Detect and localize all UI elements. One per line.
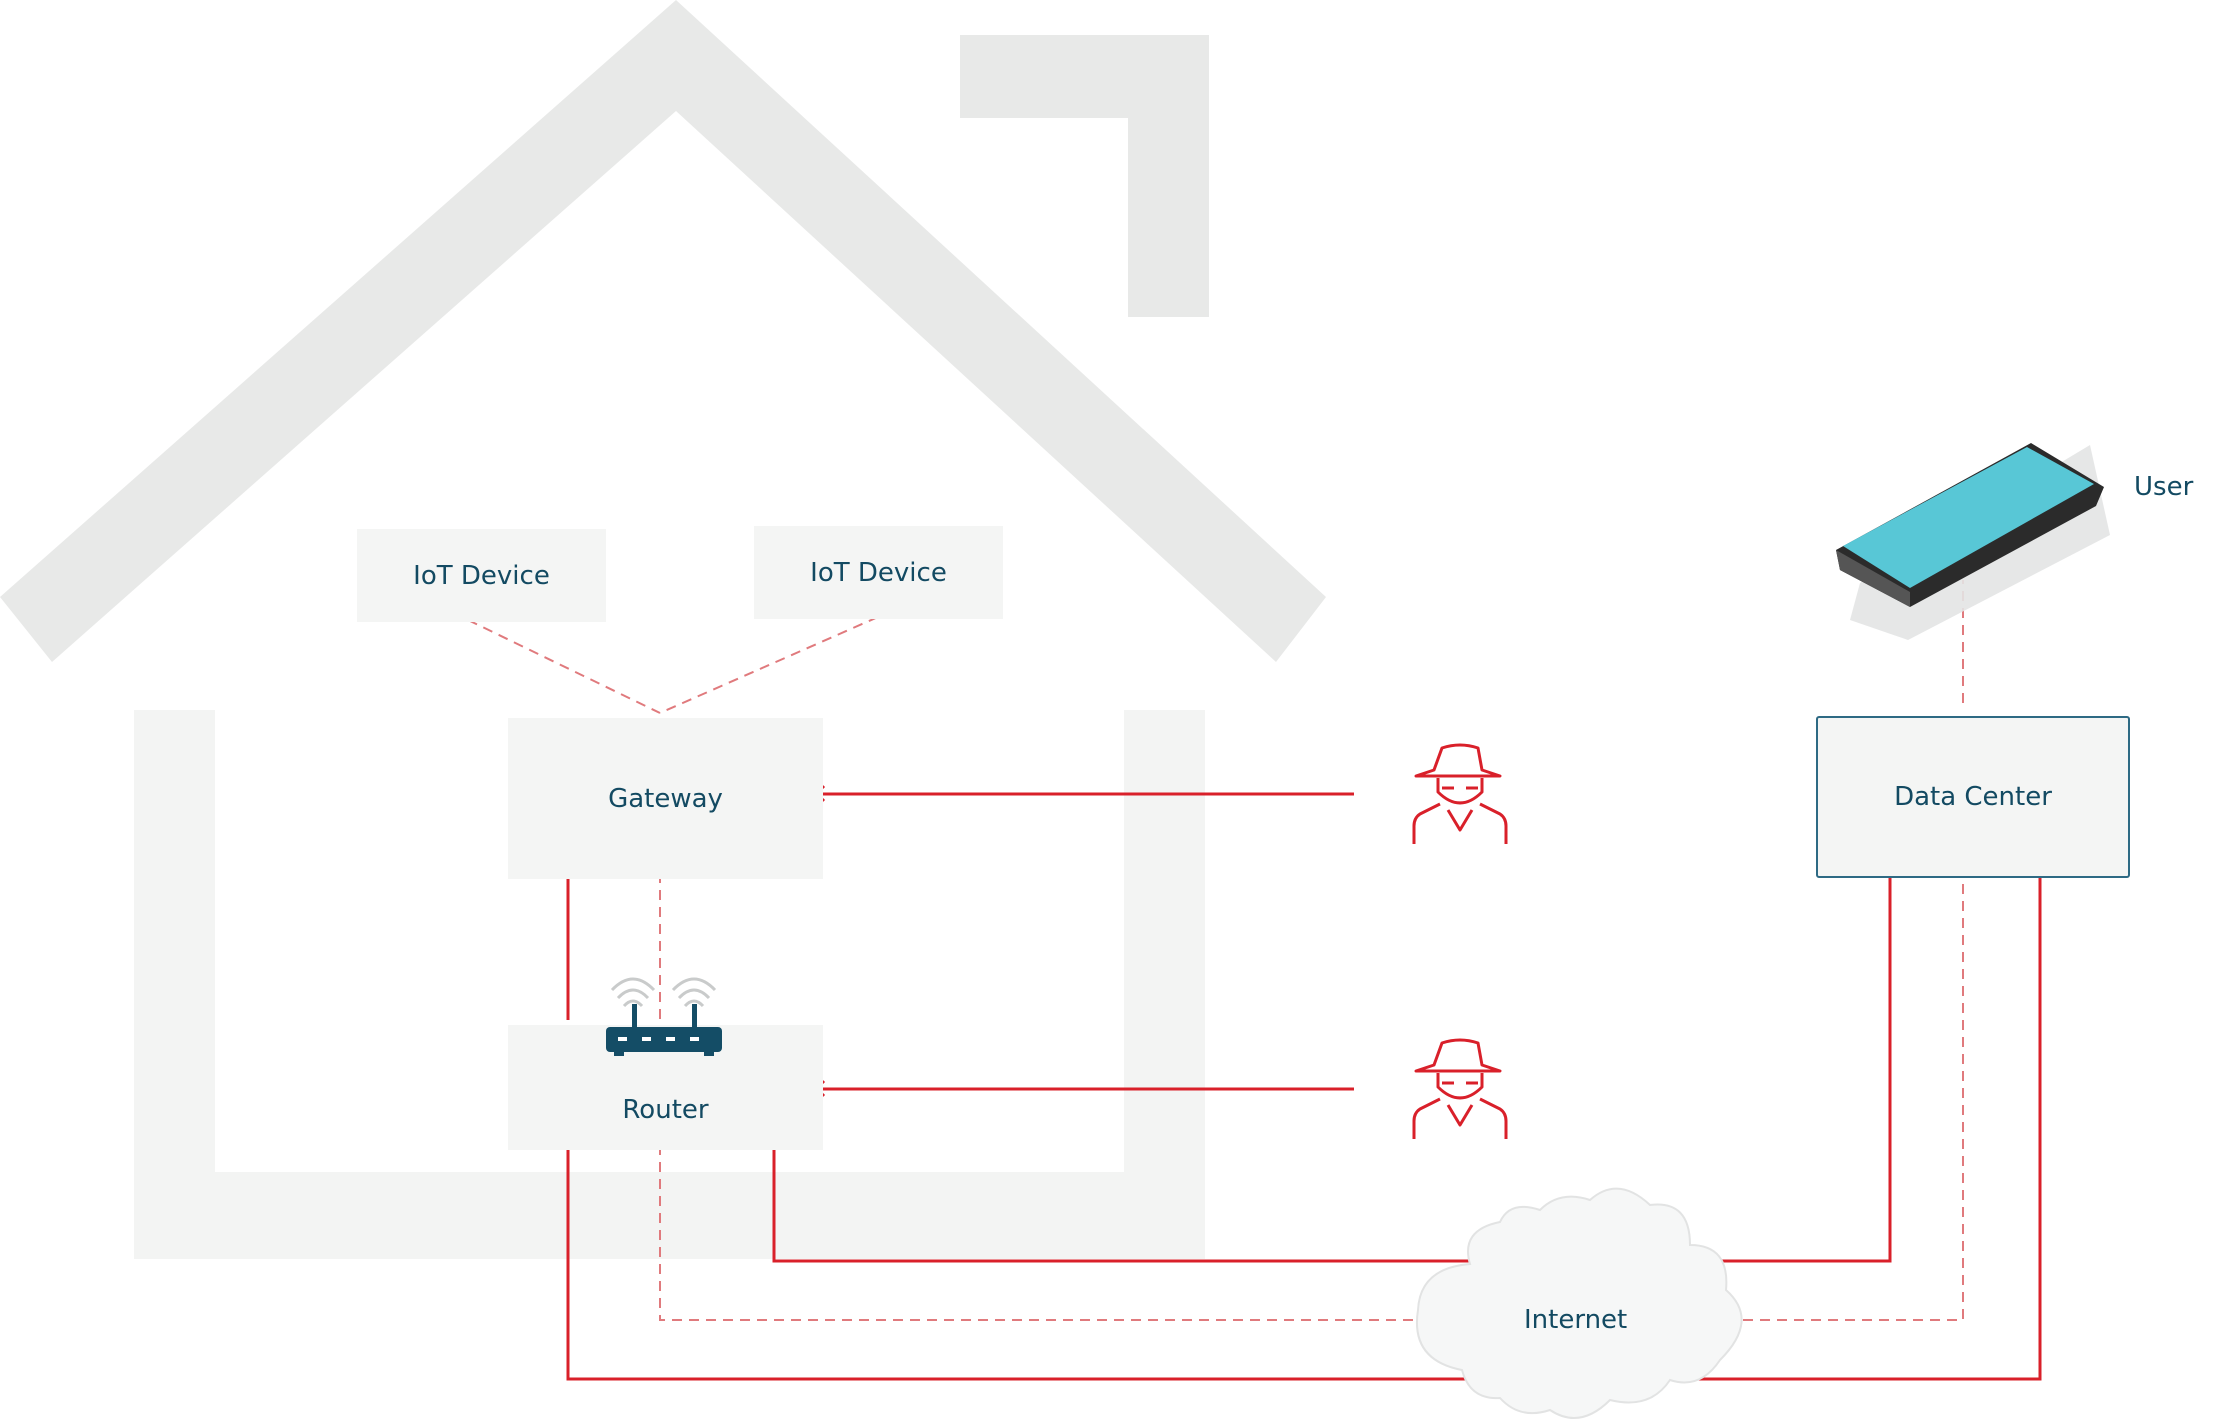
data-center-node: Data Center xyxy=(1816,716,2130,878)
house-chimney-icon xyxy=(960,35,1209,317)
smartphone-icon xyxy=(1836,443,2110,640)
iot-device-node-1: IoT Device xyxy=(357,529,606,622)
iot-device-node-2: IoT Device xyxy=(754,526,1003,619)
attacker-icon xyxy=(1412,1038,1508,1139)
iot2-gateway-link xyxy=(659,616,879,714)
data-center-label: Data Center xyxy=(1894,782,2052,812)
user-label: User xyxy=(2134,472,2194,502)
house-walls-icon xyxy=(134,710,1205,1259)
outer-internet-link xyxy=(566,873,2042,1381)
gateway-node: Gateway xyxy=(508,718,823,879)
cloud-icon xyxy=(1416,1187,1743,1419)
router-internet-link xyxy=(772,873,1892,1263)
router-label: Router xyxy=(622,1094,709,1125)
internet-label: Internet xyxy=(1524,1305,1628,1335)
router-icon xyxy=(606,1004,722,1056)
wifi-icon xyxy=(610,977,717,1008)
iot1-gateway-link xyxy=(467,619,661,714)
router-node: Router xyxy=(508,1025,823,1150)
gateway-label: Gateway xyxy=(608,783,723,814)
attacker-icon xyxy=(1412,743,1508,844)
iot-device-label: IoT Device xyxy=(810,557,947,588)
iot-device-label: IoT Device xyxy=(413,560,550,591)
